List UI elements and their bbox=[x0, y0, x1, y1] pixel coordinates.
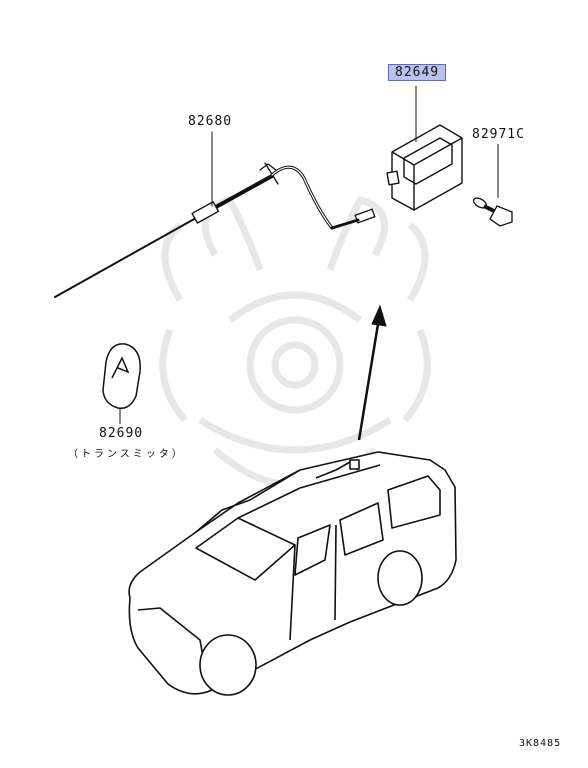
part-number-antenna[interactable]: 82680 bbox=[188, 114, 233, 129]
antenna-part bbox=[54, 131, 376, 298]
watermark-emblem bbox=[159, 195, 431, 489]
part-number-receiver[interactable]: 82649 bbox=[388, 64, 447, 81]
screw-part bbox=[472, 144, 513, 227]
figure-code: 3K8485 bbox=[519, 738, 562, 749]
vehicle-illustration bbox=[128, 451, 457, 696]
location-arrow bbox=[357, 304, 387, 441]
part-number-screw[interactable]: 82971C bbox=[472, 127, 525, 142]
transmitter-fob bbox=[102, 343, 141, 424]
transmitter-note: （トランスミッタ） bbox=[68, 449, 185, 460]
part-number-transmitter[interactable]: 82690 bbox=[99, 426, 144, 441]
receiver-unit bbox=[386, 86, 463, 211]
